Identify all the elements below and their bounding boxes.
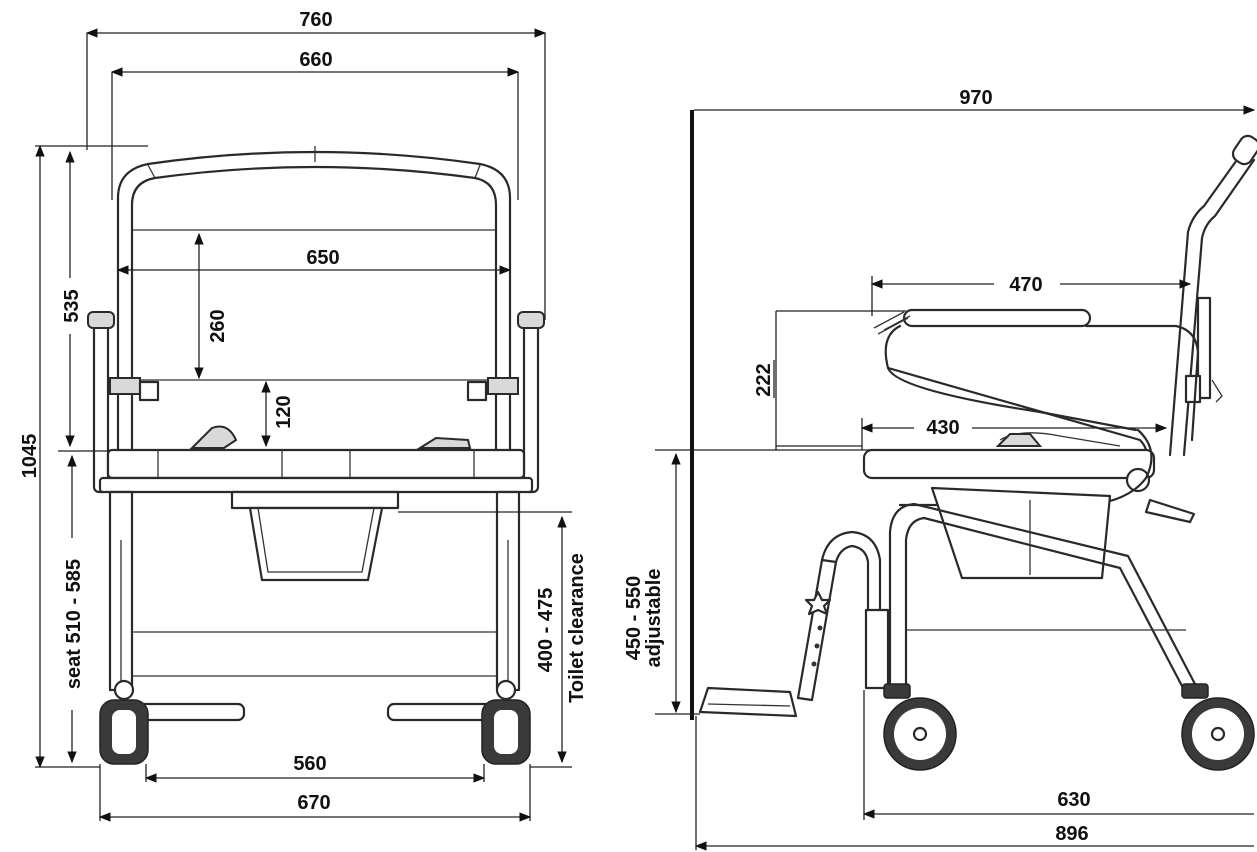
front-bucket-rim xyxy=(230,490,400,510)
side-dimensions: 970 470 222 430 450 - 550 adjustable 630… xyxy=(623,87,1256,851)
dim-side-wheelbase: 630 xyxy=(1057,789,1090,811)
side-bucket xyxy=(930,486,1112,580)
dim-side-overall-depth: 970 xyxy=(959,87,992,109)
dim-front-overall-width: 760 xyxy=(299,9,332,31)
dim-side-armrest-height: 222 xyxy=(753,363,775,396)
dim-front-overall-height: 1045 xyxy=(19,434,41,479)
side-seat xyxy=(862,448,1156,480)
side-footrest-arm xyxy=(820,530,882,662)
front-right-lever xyxy=(416,436,472,449)
front-left-lever xyxy=(189,425,238,449)
side-handle-grip xyxy=(1231,134,1257,166)
dim-front-back-height: 535 xyxy=(61,289,83,322)
front-view xyxy=(87,146,545,765)
dim-side-armrest-length: 470 xyxy=(1009,274,1042,296)
dim-side-overall-length: 896 xyxy=(1055,823,1088,845)
dim-front-toilet-clearance-label: Toilet clearance xyxy=(566,553,588,703)
dim-front-backrest-width: 650 xyxy=(306,247,339,269)
side-rear-wheel xyxy=(1181,683,1255,771)
side-armrest-pad xyxy=(902,308,1092,328)
front-bucket xyxy=(248,506,384,582)
dim-front-seat-height: seat 510 - 585 xyxy=(63,559,85,689)
dim-front-backrest-gap: 120 xyxy=(273,395,295,428)
dim-side-footrest-height: 450 - 550 xyxy=(623,576,645,661)
dim-side-footrest-height-label: adjustable xyxy=(643,569,665,668)
side-front-leg xyxy=(888,502,1198,692)
dim-front-toilet-clearance: 400 - 475 xyxy=(535,588,557,673)
front-dimensions: 760 660 650 260 120 1045 535 seat 510 - … xyxy=(19,9,588,822)
front-left-back-bracket xyxy=(109,377,141,395)
front-right-back-bracket xyxy=(487,377,519,395)
side-back-post xyxy=(1168,148,1246,457)
dim-front-armrest-width: 660 xyxy=(299,49,332,71)
side-front-wheel xyxy=(883,683,957,771)
dim-side-seat-depth: 430 xyxy=(926,417,959,439)
dim-front-backrest-height: 260 xyxy=(207,309,229,342)
front-seat xyxy=(106,448,526,480)
front-backrest-frame xyxy=(116,150,512,457)
dim-front-inner-wheel-base: 560 xyxy=(293,753,326,775)
front-right-armrest xyxy=(522,320,540,494)
side-footplate xyxy=(698,686,798,718)
dim-front-outer-wheel-base: 670 xyxy=(297,792,330,814)
side-view xyxy=(655,110,1257,771)
front-left-armrest xyxy=(92,320,110,494)
